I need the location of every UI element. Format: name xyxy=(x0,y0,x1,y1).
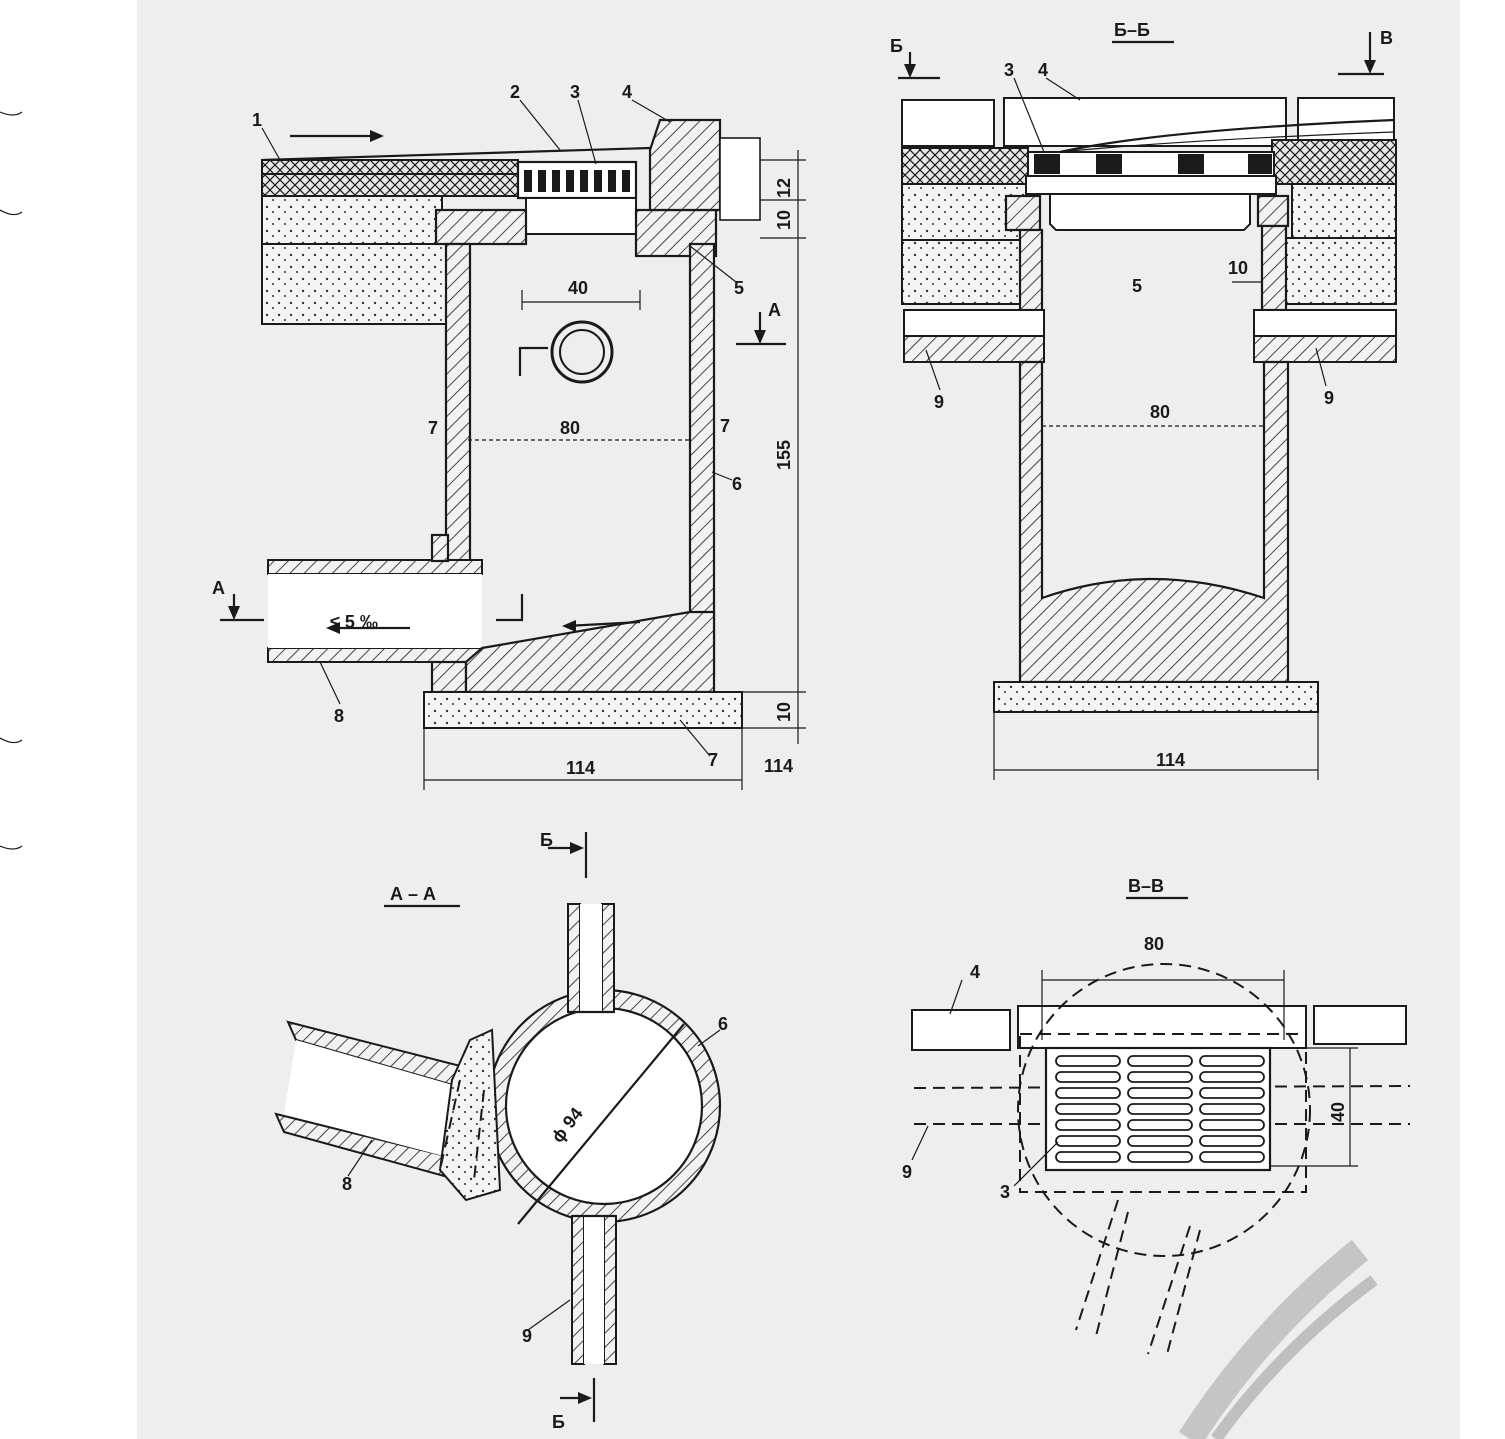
label-6-aa: 6 xyxy=(718,1014,728,1034)
shaft-body-bb xyxy=(1018,360,1290,684)
label-7-bottom: 7 xyxy=(708,750,718,770)
dim-114: 114 xyxy=(764,756,793,776)
frame xyxy=(525,197,637,235)
label-b-top: Б xyxy=(540,830,553,850)
shaft-outline-dashed xyxy=(1017,963,1311,1257)
label-a-left: A xyxy=(212,578,225,598)
label-3-vv: 3 xyxy=(1000,1182,1010,1202)
grating-bars xyxy=(524,170,630,192)
dim-114-left: 114 xyxy=(566,758,595,778)
dim-12: 12 xyxy=(774,178,794,198)
title-aa: А – А xyxy=(390,884,436,904)
dim-155: 155 xyxy=(774,440,794,470)
label-4-bb: 4 xyxy=(1038,60,1048,80)
label-9-vv: 9 xyxy=(902,1162,912,1182)
label-3: 3 xyxy=(570,82,580,102)
label-9-bb-left: 9 xyxy=(934,392,944,412)
label-a-right: A xyxy=(768,300,781,320)
label-1: 1 xyxy=(252,110,262,130)
cover-slab-left xyxy=(434,208,528,246)
inlet-pipe-circle xyxy=(550,320,614,384)
label-b-bottom: Б xyxy=(552,1412,565,1432)
title-vv: В–В xyxy=(1128,876,1164,896)
label-8-aa: 8 xyxy=(342,1174,352,1194)
shaft-wall-left xyxy=(444,242,472,564)
grating-plan xyxy=(1044,1046,1272,1172)
sand-base-layer xyxy=(261,243,447,325)
diameter-line xyxy=(517,1023,685,1225)
label-v-right: В xyxy=(1380,28,1393,48)
outlet-pipe-bottom xyxy=(267,647,483,663)
slope-label: ≤ 5 ‰ xyxy=(330,612,378,632)
dim-114-bb: 114 xyxy=(1156,750,1185,770)
label-7-right: 7 xyxy=(720,416,730,436)
dim-80-bb: 80 xyxy=(1150,402,1170,422)
label-b-left: Б xyxy=(890,36,903,56)
section-vv xyxy=(911,896,1411,1439)
dim-10-top: 10 xyxy=(774,210,794,230)
label-8: 8 xyxy=(334,706,344,726)
title-bb: Б–Б xyxy=(1114,20,1150,40)
dim-80: 80 xyxy=(560,418,580,438)
frame-bb xyxy=(1049,193,1251,231)
longitudinal-section xyxy=(220,99,806,790)
label-7-left: 7 xyxy=(428,418,438,438)
dim-40-vv: 40 xyxy=(1328,1102,1348,1122)
label-4-vv: 4 xyxy=(970,962,980,982)
foundation-slab xyxy=(423,691,743,729)
section-bb xyxy=(898,32,1397,780)
section-aa xyxy=(274,832,722,1422)
dim-10-bb: 10 xyxy=(1228,258,1248,278)
dim-80-vv: 80 xyxy=(1144,934,1164,954)
label-4: 4 xyxy=(622,82,632,102)
label-6: 6 xyxy=(732,474,742,494)
outlet-pipe-top xyxy=(267,559,483,575)
asphalt-top-layer xyxy=(261,159,519,175)
concrete-base-layer xyxy=(261,195,443,245)
dim-40: 40 xyxy=(568,278,588,298)
foundation-bb xyxy=(993,681,1319,713)
dim-10-bottom: 10 xyxy=(774,702,794,722)
label-9-aa: 9 xyxy=(522,1326,532,1346)
label-5-bb: 5 xyxy=(1132,276,1142,296)
label-9-bb-right: 9 xyxy=(1324,388,1334,408)
grating-slots xyxy=(1055,1055,1265,1163)
grating-bb xyxy=(1027,151,1275,177)
shaft-wall-right xyxy=(688,242,716,676)
asphalt-base-layer xyxy=(261,173,519,197)
label-5: 5 xyxy=(734,278,744,298)
label-3-bb: 3 xyxy=(1004,60,1014,80)
grating xyxy=(516,160,638,200)
curb-stone xyxy=(648,118,722,212)
label-2: 2 xyxy=(510,82,520,102)
